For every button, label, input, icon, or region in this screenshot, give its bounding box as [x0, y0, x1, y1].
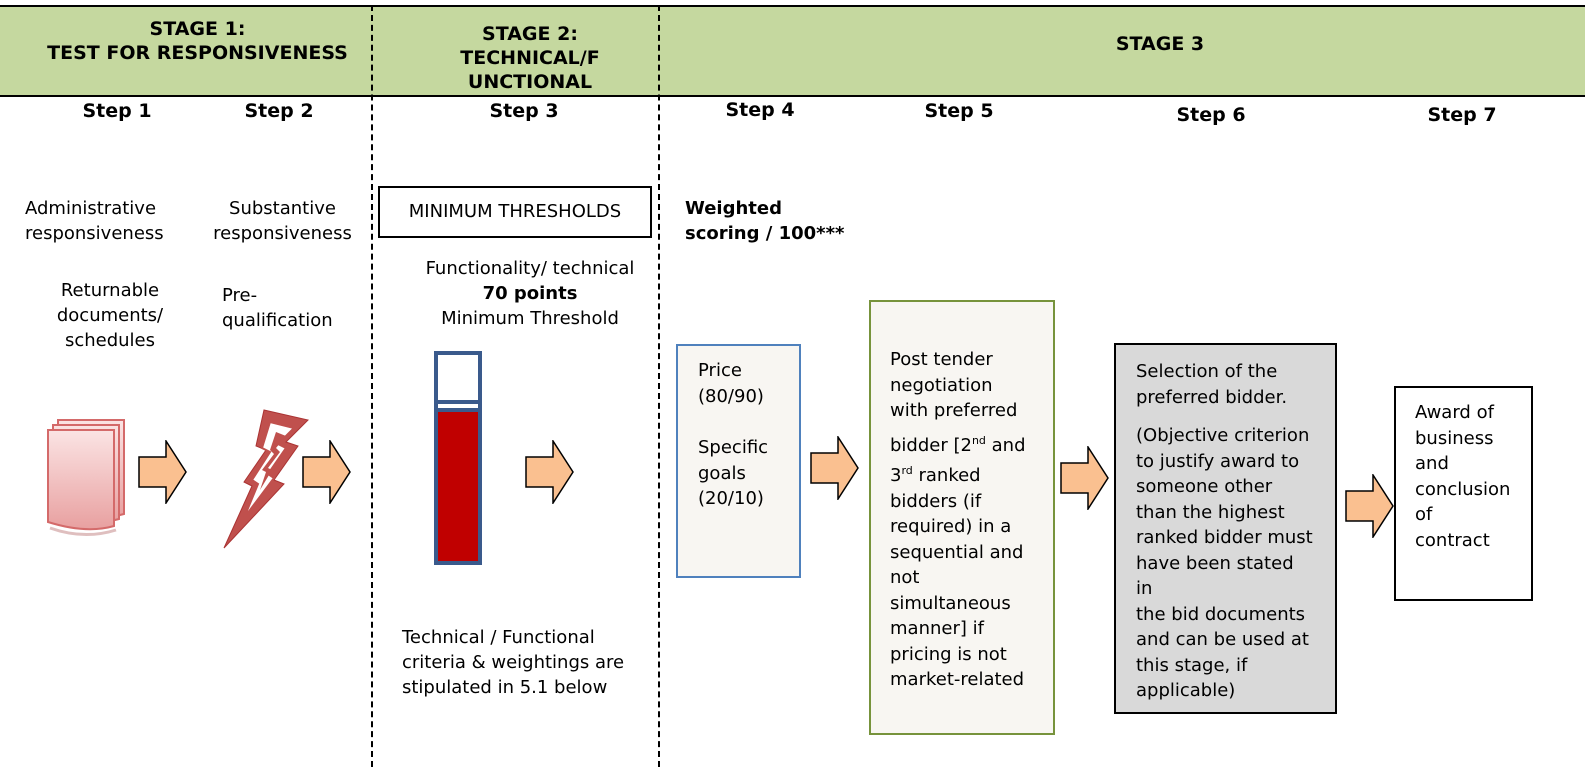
step-1-label: Step 1: [82, 100, 152, 122]
stage2-subtitle-line2: UNCTIONAL: [467, 71, 593, 93]
negotiation-line4: bidder [2nd and: [890, 428, 1053, 459]
negotiation-line6: bidders (if: [890, 490, 982, 512]
preferred-bidder-selection-box: Selection of the preferred bidder. (Obje…: [1114, 343, 1337, 714]
negotiation-line5-end: ranked: [912, 465, 981, 486]
step-4-label: Step 4: [725, 99, 795, 121]
stage-divider-2: [658, 5, 660, 767]
step3-note-line2: criteria & weightings are: [402, 652, 625, 673]
selection-line1: Selection of the: [1136, 361, 1278, 382]
weighted-scoring-line1: Weighted: [685, 198, 782, 219]
price-goals-box: Price (80/90) Specific goals (20/10): [676, 344, 801, 578]
negotiation-line3: with preferred: [890, 400, 1018, 421]
arrow-right-icon: [138, 440, 187, 504]
price-label: Price: [698, 360, 742, 381]
price-weight: (80/90): [698, 385, 764, 407]
arrow-right-icon: [525, 440, 574, 504]
selection-line3: (Objective criterion: [1136, 425, 1310, 446]
step3-note-line1: Technical / Functional: [402, 627, 595, 648]
step3-desc-line1: Functionality/ technical: [425, 258, 635, 279]
negotiation-line1: Post tender: [890, 349, 993, 370]
documents-stack-icon: [47, 419, 125, 537]
threshold-bar-icon: [434, 351, 482, 565]
award-line4: conclusion: [1415, 478, 1511, 500]
arrow-right-icon: [1060, 446, 1109, 510]
step1-description: Returnable documents/ schedules: [40, 278, 180, 353]
negotiation-line5: 3rd ranked: [890, 458, 1053, 489]
negotiation-line9: not: [890, 567, 920, 588]
step-3-label: Step 3: [489, 100, 559, 122]
stage3-header: STAGE 3: [1115, 33, 1205, 55]
step3-desc-line3: Minimum Threshold: [441, 308, 619, 329]
selection-line12: applicable): [1136, 680, 1236, 701]
negotiation-line2: negotiation: [890, 374, 993, 396]
step2-desc-line2: qualification: [222, 310, 333, 331]
step1-title: Administrative responsiveness: [25, 196, 164, 246]
stage-divider-1: [371, 5, 373, 767]
lightning-bolt-icon: [223, 409, 309, 549]
weighted-scoring-heading: Weighted scoring / 100***: [685, 196, 844, 246]
selection-line7: ranked bidder must: [1136, 527, 1313, 548]
selection-line6: than the highest: [1136, 501, 1285, 523]
post-tender-negotiation-box: Post tender negotiation with preferred b…: [869, 300, 1055, 735]
award-line6: contract: [1415, 529, 1490, 551]
specific-goals-weight: (20/10): [698, 488, 764, 509]
specific-goals-label-line1: Specific: [698, 437, 769, 458]
selection-line2: preferred bidder.: [1136, 386, 1288, 408]
step2-title-line1: Substantive: [229, 198, 336, 219]
selection-line11: this stage, if: [1136, 654, 1248, 676]
ordinal-suffix-nd: nd: [971, 433, 986, 447]
step1-desc-line1: Returnable: [60, 280, 160, 301]
selection-line9: the bid documents: [1136, 603, 1306, 625]
negotiation-line8: sequential and: [890, 541, 1024, 563]
negotiation-line4-end: and: [985, 434, 1026, 456]
arrow-right-icon: [810, 436, 859, 500]
ordinal-suffix-rd: rd: [901, 464, 913, 477]
step2-desc-line1: Pre-: [222, 285, 258, 306]
award-line2: business: [1415, 427, 1494, 449]
negotiation-line13: market-related: [890, 669, 1025, 690]
minimum-thresholds-box: MINIMUM THRESHOLDS: [378, 186, 652, 238]
selection-line4: to justify award to: [1136, 450, 1300, 472]
step-2-label: Step 2: [244, 100, 314, 122]
negotiation-line10: simultaneous: [890, 592, 1011, 614]
selection-line5: someone other: [1136, 476, 1273, 497]
award-of-business-box: Award of business and conclusion of cont…: [1394, 386, 1533, 601]
step3-note-line3: stipulated in 5.1 below: [402, 677, 608, 698]
step3-description: Functionality/ technical 70 points Minim…: [380, 256, 680, 331]
step-6-label: Step 6: [1176, 104, 1246, 126]
negotiation-line11: manner] if: [890, 618, 984, 639]
weighted-scoring-line2: scoring / 100***: [685, 223, 845, 244]
step1-desc-line3: schedules: [64, 330, 156, 351]
step1-title-line1: Administrative: [25, 198, 157, 219]
negotiation-line12: pricing is not: [890, 643, 1007, 665]
step2-title: Substantive responsiveness: [210, 196, 355, 246]
step1-desc-line2: documents/: [56, 305, 164, 326]
negotiation-line7: required) in a: [890, 516, 1012, 537]
stage2-header: STAGE 2: TECHNICAL/F UNCTIONAL: [440, 22, 620, 94]
step-7-label: Step 7: [1427, 104, 1497, 126]
arrow-right-icon: [302, 440, 351, 504]
stage1-title: STAGE 1:: [149, 18, 246, 40]
selection-line10: and can be used at: [1136, 629, 1309, 650]
step3-note: Technical / Functional criteria & weight…: [402, 625, 624, 700]
arrow-right-icon: [1345, 474, 1394, 538]
specific-goals-label-line2: goals: [698, 462, 746, 484]
header-band: [0, 5, 1585, 97]
stage1-header: STAGE 1: TEST FOR RESPONSIVENESS: [30, 17, 365, 65]
stage2-subtitle-line1: TECHNICAL/F: [460, 47, 600, 69]
negotiation-line4-text: bidder [2: [890, 434, 972, 456]
award-line3: and: [1415, 453, 1449, 474]
stage1-subtitle: TEST FOR RESPONSIVENESS: [47, 42, 348, 64]
step-5-label: Step 5: [924, 100, 994, 122]
award-line1: Award of: [1415, 402, 1494, 423]
step2-description: Pre- qualification: [222, 283, 333, 333]
selection-line8: have been stated in: [1136, 552, 1294, 600]
step3-points: 70 points: [482, 283, 578, 304]
stage2-title: STAGE 2:: [482, 23, 578, 45]
step2-title-line2: responsiveness: [213, 223, 352, 244]
step1-title-line2: responsiveness: [25, 223, 164, 244]
negotiation-line5-number: 3: [890, 465, 902, 486]
award-line5: of: [1415, 504, 1433, 525]
